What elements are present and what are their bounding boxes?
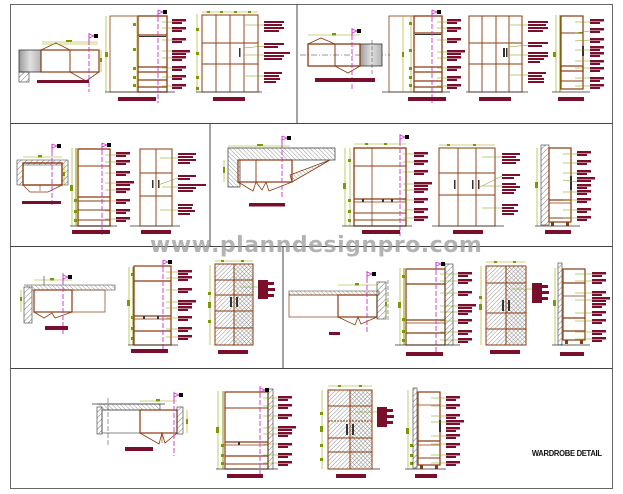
section-view — [395, 261, 476, 356]
wardrobe-type-1 — [18, 9, 290, 103]
plan-view — [16, 143, 69, 206]
wardrobe-type-4 — [223, 134, 595, 236]
elevation-view — [479, 261, 549, 354]
plan-view — [18, 33, 102, 92]
plan-view — [92, 392, 188, 456]
plan-view — [300, 28, 390, 90]
side-section-view — [552, 262, 610, 356]
elevation-view — [196, 11, 290, 101]
wardrobe-type-7 — [92, 385, 464, 478]
plan-view — [288, 271, 389, 335]
wardrobe-type-5 — [20, 259, 275, 354]
section-view — [342, 134, 432, 236]
section-view — [105, 9, 190, 103]
wardrobe-type-2 — [300, 9, 604, 103]
side-section-view — [552, 15, 604, 101]
wardrobe-type-6 — [288, 261, 610, 356]
elevation-view — [466, 15, 548, 101]
wardrobe-type-3 — [16, 142, 206, 235]
elevation-view — [130, 148, 206, 234]
section-view — [216, 386, 296, 478]
side-section-view — [405, 387, 464, 478]
elevation-view — [208, 260, 275, 354]
elevation-view — [320, 385, 394, 478]
side-section-view — [535, 144, 595, 234]
panel-frames — [10, 4, 613, 489]
plan-view — [20, 273, 116, 336]
section-view — [127, 259, 196, 353]
section-view — [70, 142, 134, 235]
drawing-title: WARDROBE DETAIL — [531, 449, 602, 458]
elevation-view — [432, 144, 520, 234]
plan-view — [223, 135, 336, 207]
section-view — [382, 9, 465, 103]
